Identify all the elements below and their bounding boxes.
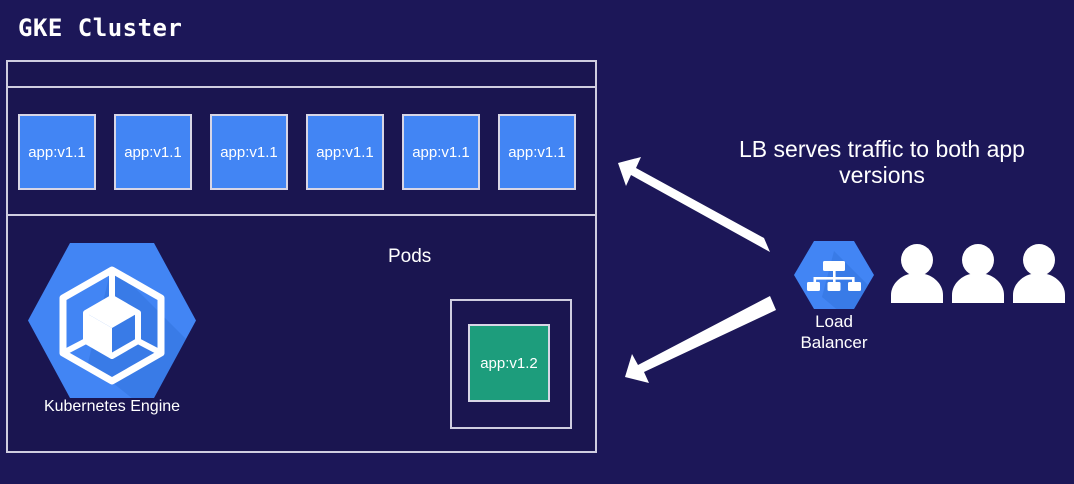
load-balancer-icon: [794, 241, 874, 309]
pod-label: app:v1.2: [480, 354, 538, 372]
pod-app-v1-1[interactable]: app:v1.1: [498, 114, 576, 190]
pod-label: app:v1.1: [316, 143, 374, 161]
pod-app-v1-1[interactable]: app:v1.1: [114, 114, 192, 190]
pod-label: app:v1.1: [508, 143, 566, 161]
kubernetes-engine-label: Kubernetes Engine: [43, 398, 181, 415]
pod-app-v1-1[interactable]: app:v1.1: [18, 114, 96, 190]
pod-app-v1-2[interactable]: app:v1.2: [468, 324, 550, 402]
lb-label-line-2: Balancer: [800, 333, 868, 353]
pods-label: Pods: [388, 246, 432, 267]
lb-label-line-1: Load: [815, 312, 853, 331]
pod-app-v1-1[interactable]: app:v1.1: [306, 114, 384, 190]
pod-label: app:v1.1: [28, 143, 86, 161]
lb-traffic-note: LB serves traffic to both app versions: [714, 136, 1050, 188]
pod-app-v1-1[interactable]: app:v1.1: [402, 114, 480, 190]
user-icon: [1013, 244, 1065, 303]
pod-label: app:v1.1: [124, 143, 182, 161]
node-pods-divider: [8, 214, 595, 216]
pod-label: app:v1.1: [412, 143, 470, 161]
pod-label: app:v1.1: [220, 143, 278, 161]
cluster-header-band: [8, 62, 595, 88]
user-icon: [891, 244, 943, 303]
page-title: GKE Cluster: [18, 14, 183, 42]
pod-app-v1-1[interactable]: app:v1.1: [210, 114, 288, 190]
lb-note-line-1: LB serves traffic to both app: [739, 136, 1025, 162]
kubernetes-engine-icon: [28, 243, 196, 398]
lb-note-line-2: versions: [839, 162, 925, 189]
pod-v2-container: [450, 299, 572, 429]
load-balancer-label: Load Balancer: [778, 311, 890, 353]
user-icon: [952, 244, 1004, 303]
